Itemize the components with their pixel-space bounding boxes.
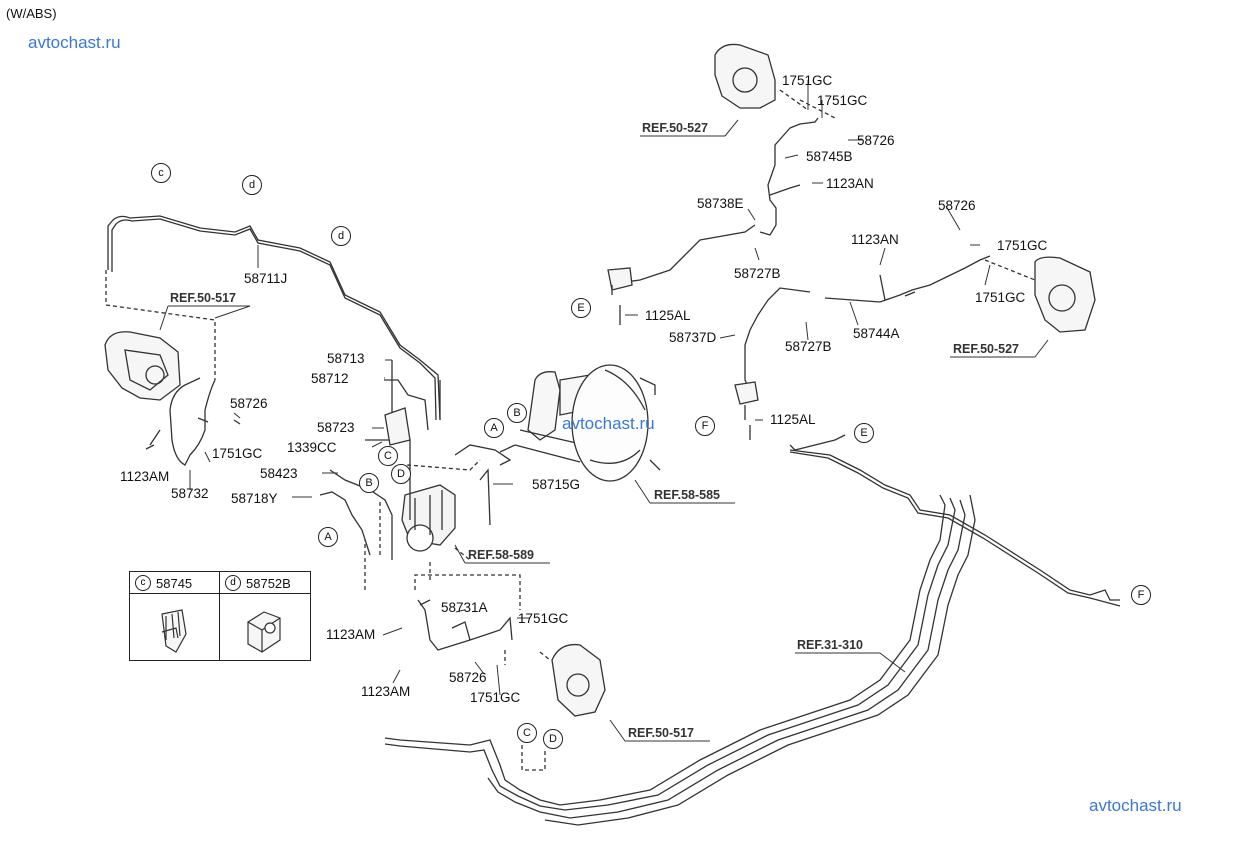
clip-c-icon bbox=[161, 609, 187, 653]
brake-booster bbox=[571, 364, 649, 482]
callout-D-left: D bbox=[391, 464, 411, 484]
pipe-58711J bbox=[107, 215, 441, 421]
legend-cell-d: d 58752B bbox=[220, 572, 309, 660]
pipe-58738E bbox=[624, 117, 819, 283]
callout-C-left: C bbox=[378, 446, 398, 466]
label-1751GC-tr2: 1751GC bbox=[817, 93, 868, 108]
ref-58-589: REF.58-589 bbox=[468, 548, 535, 562]
callout-F-line: F bbox=[1131, 585, 1151, 605]
legend-cell-c: c 58745 bbox=[130, 572, 220, 660]
legend-letter-d: d bbox=[225, 575, 241, 591]
label-1339CC: 1339CC bbox=[287, 440, 337, 455]
master-cylinder bbox=[527, 371, 561, 441]
legend-letter-c: c bbox=[135, 575, 151, 591]
pipe-58711J-inner bbox=[111, 218, 437, 421]
legend-code-58745: 58745 bbox=[156, 576, 193, 591]
bracket-f1 bbox=[734, 381, 759, 405]
pipe-e-f-line bbox=[789, 434, 1120, 601]
label-58737D: 58737D bbox=[669, 330, 717, 345]
label-58727B-1: 58727B bbox=[734, 266, 781, 281]
caliper-bottom bbox=[551, 643, 606, 717]
label-1751GC-mid-bottom: 1751GC bbox=[470, 690, 521, 705]
callout-c-top: c bbox=[151, 163, 171, 183]
callout-A-left: A bbox=[318, 527, 338, 547]
label-1751GC-tr1: 1751GC bbox=[782, 73, 833, 88]
watermark-bottom-right: avtochast.ru bbox=[1089, 796, 1182, 815]
ref-31-310: REF.31-310 bbox=[797, 638, 864, 652]
caliper-left bbox=[104, 331, 181, 401]
label-58711J: 58711J bbox=[244, 271, 288, 286]
ref-50-517-top: REF.50-517 bbox=[170, 291, 237, 305]
label-1123AM-left: 1123AM bbox=[120, 469, 170, 484]
label-1751GC-mid-top: 1751GC bbox=[518, 611, 569, 626]
leaders bbox=[189, 80, 991, 696]
label-58726-tr: 58726 bbox=[857, 133, 895, 148]
label-1125AL-2: 1125AL bbox=[770, 412, 816, 427]
watermark-center: avtochast.ru bbox=[562, 414, 655, 433]
legend-code-58752B: 58752B bbox=[246, 576, 291, 591]
ref-50-517-bottom: REF.50-517 bbox=[628, 726, 695, 740]
ref-50-527-right: REF.50-527 bbox=[953, 342, 1020, 356]
bundle-31-310 bbox=[384, 494, 946, 806]
pipe-58744A bbox=[824, 255, 991, 303]
callout-D-bottom: D bbox=[543, 729, 563, 749]
abs-bracket bbox=[384, 407, 411, 446]
callout-B-mc: B bbox=[507, 403, 527, 423]
label-58726-mid: 58726 bbox=[449, 670, 487, 685]
callout-A-mc: A bbox=[484, 418, 504, 438]
bracket-e1 bbox=[607, 267, 633, 291]
caliper-right bbox=[1034, 256, 1096, 333]
ref-50-527-top: REF.50-527 bbox=[642, 121, 709, 135]
label-1123AM-mid-bottom: 1123AM bbox=[361, 684, 411, 699]
label-58731A: 58731A bbox=[441, 600, 488, 615]
label-58738E: 58738E bbox=[697, 196, 744, 211]
label-1125AL-1: 1125AL bbox=[645, 308, 691, 323]
label-58732: 58732 bbox=[171, 486, 209, 501]
label-58423: 58423 bbox=[260, 466, 298, 481]
legend-divider bbox=[130, 593, 310, 594]
callout-E-right: E bbox=[571, 298, 591, 318]
label-1751GC-right1: 1751GC bbox=[997, 238, 1048, 253]
label-58713: 58713 bbox=[327, 351, 365, 366]
hose-58731A bbox=[417, 599, 513, 651]
label-58726-left: 58726 bbox=[230, 396, 268, 411]
callout-B-left: B bbox=[359, 473, 379, 493]
label-1123AN-top: 1123AN bbox=[826, 176, 874, 191]
label-58744A: 58744A bbox=[853, 326, 900, 341]
label-1751GC-right2: 1751GC bbox=[975, 290, 1026, 305]
clip-legend: c 58745 d 58752B bbox=[129, 571, 311, 661]
ref-58-585: REF.58-585 bbox=[654, 488, 721, 502]
caliper-top-right bbox=[714, 43, 776, 109]
abs-pipes bbox=[319, 360, 491, 560]
watermark-top-left: avtochast.ru bbox=[28, 33, 121, 52]
pipe-58737D bbox=[744, 287, 811, 391]
label-58745B: 58745B bbox=[806, 149, 853, 164]
callout-d-top1: d bbox=[242, 175, 262, 195]
hose-58732 bbox=[169, 377, 216, 466]
label-58723: 58723 bbox=[317, 420, 355, 435]
callout-E-line: E bbox=[854, 423, 874, 443]
label-58712: 58712 bbox=[311, 371, 349, 386]
label-1123AM-mid-top: 1123AM bbox=[326, 627, 376, 642]
label-58718Y: 58718Y bbox=[231, 491, 278, 506]
label-58727B-2: 58727B bbox=[785, 339, 832, 354]
clip-d-icon bbox=[247, 611, 281, 653]
label-1751GC-left: 1751GC bbox=[212, 446, 263, 461]
callout-F-right: F bbox=[695, 416, 715, 436]
callout-C-bottom: C bbox=[517, 723, 537, 743]
callout-d-top2: d bbox=[331, 226, 351, 246]
dash-left bbox=[105, 270, 216, 380]
label-58726-right: 58726 bbox=[938, 198, 976, 213]
label-58715G: 58715G bbox=[532, 477, 581, 492]
label-1123AN-right: 1123AN bbox=[851, 232, 899, 247]
variant-header: (W/ABS) bbox=[6, 6, 57, 21]
ref-underlines bbox=[168, 135, 1035, 742]
